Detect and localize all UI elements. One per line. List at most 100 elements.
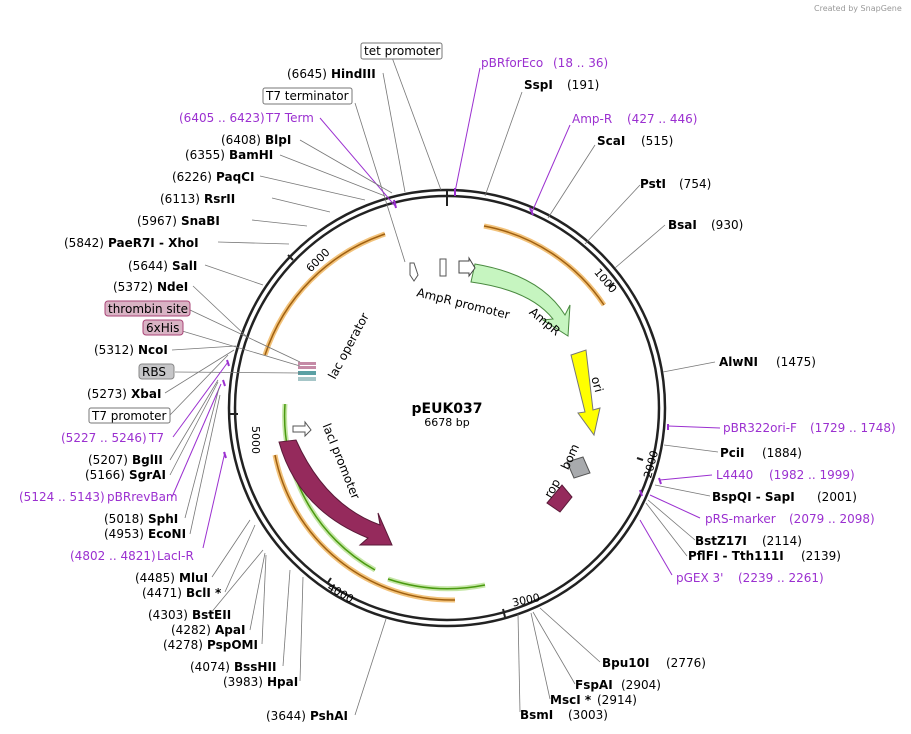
site-bspqi-sapi: BspQI - SapI (2001): [712, 490, 857, 504]
ampr-promoter-arrow: [458, 256, 476, 278]
svg-text:L4440: L4440: [716, 468, 753, 482]
svg-text:(5967): (5967): [137, 214, 177, 228]
tick-5000: 5000: [230, 413, 262, 454]
site-alwni: AlwNI(1475): [719, 355, 816, 369]
svg-text:(5124 .. 5143): (5124 .. 5143): [19, 490, 105, 504]
site-sali: (5644)SalI: [128, 259, 197, 273]
tet-promoter-box: tet promoter: [360, 42, 443, 60]
svg-text:pRS-marker: pRS-marker: [705, 512, 776, 526]
svg-text:SnaBI: SnaBI: [181, 214, 220, 228]
svg-text:PflFI - Tth111I: PflFI - Tth111I: [688, 549, 784, 563]
site-paqci: (6226)PaqCI: [172, 170, 254, 184]
svg-text:MluI: MluI: [179, 571, 208, 585]
left-leader-lines: [164, 51, 442, 716]
svg-text:(6405 .. 6423): (6405 .. 6423): [179, 111, 265, 125]
site-bcli: (4471)BclI *: [142, 586, 222, 600]
svg-text:3000: 3000: [511, 591, 541, 610]
orf-arc-1: [483, 225, 605, 306]
svg-text:T7: T7: [148, 431, 164, 445]
svg-text:(6226): (6226): [172, 170, 212, 184]
site-bamhi: (6355)BamHI: [185, 148, 273, 162]
svg-text:ScaI: ScaI: [597, 134, 625, 148]
site-scai: ScaI (515): [597, 134, 673, 148]
svg-text:5000: 5000: [249, 426, 262, 454]
svg-text:(5207): (5207): [88, 453, 128, 467]
t7-terminator-box: T7 terminator: [262, 87, 353, 105]
site-bglii: (5207) BglII: [88, 453, 163, 467]
svg-text:(4282): (4282): [171, 623, 211, 637]
site-bsmi: BsmI (3003): [520, 708, 608, 722]
svg-text:BglII: BglII: [132, 453, 163, 467]
svg-text:(5312): (5312): [94, 343, 134, 357]
lac-operator-mark: [298, 377, 316, 381]
site-msci: MscI * (2914): [550, 693, 637, 707]
svg-text:BclI *: BclI *: [186, 586, 222, 600]
svg-text:FspAI: FspAI: [575, 678, 613, 692]
orf-arc-4: [274, 454, 456, 601]
svg-text:(4953): (4953): [104, 527, 144, 541]
plasmid-size: 6678 bp: [424, 416, 469, 429]
svg-text:AlwNI: AlwNI: [719, 355, 758, 369]
svg-text:BspQI - SapI: BspQI - SapI: [712, 490, 795, 504]
svg-text:BsmI: BsmI: [520, 708, 553, 722]
site-bsai: BsaI(930): [668, 218, 743, 232]
svg-text:(2079 .. 2098): (2079 .. 2098): [789, 512, 875, 526]
svg-text:(515): (515): [641, 134, 673, 148]
svg-text:(3983): (3983): [223, 675, 263, 689]
site-psti: PstI(754): [640, 177, 711, 191]
svg-text:(2914): (2914): [597, 693, 637, 707]
svg-text:BstEII: BstEII: [192, 608, 231, 622]
6xhis-box: 6xHis: [142, 319, 184, 336]
svg-text:RBS: RBS: [142, 365, 166, 379]
svg-text:(5644): (5644): [128, 259, 168, 273]
primer-pgex-3: pGEX 3'(2239 .. 2261): [676, 571, 824, 585]
site-pcii: PciI(1884): [720, 446, 802, 460]
primer-pbr322ori-f: pBR322ori-F(1729 .. 1748): [723, 421, 896, 435]
svg-text:pBRrevBam: pBRrevBam: [107, 490, 178, 504]
svg-text:pBRforEco: pBRforEco: [481, 56, 543, 70]
svg-text:(5227 .. 5246): (5227 .. 5246): [61, 431, 147, 445]
site-bstz17i: BstZ17I(2114): [695, 534, 802, 548]
svg-text:(3003): (3003): [568, 708, 608, 722]
svg-text:(2776): (2776): [666, 656, 706, 670]
svg-text:RsrII: RsrII: [204, 192, 235, 206]
his-mark: [298, 366, 316, 369]
svg-text:(4802 .. 4821): (4802 .. 4821): [70, 549, 156, 563]
orf-arc-3: [283, 403, 376, 571]
thrombin-mark: [298, 362, 316, 365]
svg-text:(4485): (4485): [135, 571, 175, 585]
svg-text:T7 terminator: T7 terminator: [265, 89, 349, 103]
site-sphi: (5018)SphI: [104, 512, 178, 526]
primer-t7-term: (6405 .. 6423)T7 Term: [179, 111, 314, 125]
svg-text:(2001): (2001): [817, 490, 857, 504]
rop-feature: [546, 484, 573, 513]
site-blpi: (6408)BlpI: [221, 133, 291, 147]
site-bpu10i: Bpu10I (2776): [602, 656, 706, 670]
svg-text:T7 promoter: T7 promoter: [91, 409, 167, 423]
site-mlui: (4485) MluI: [135, 571, 208, 585]
svg-text:(18 .. 36): (18 .. 36): [553, 56, 608, 70]
svg-text:Amp-R: Amp-R: [572, 112, 612, 126]
svg-text:Bpu10I: Bpu10I: [602, 656, 649, 670]
tick-2000: 2000: [636, 449, 661, 480]
site-sspi: SspI(191): [524, 78, 599, 92]
svg-text:T7 Term: T7 Term: [265, 111, 314, 125]
site-fspai: FspAI(2904): [575, 678, 661, 692]
site-apai: (4282)ApaI: [171, 623, 245, 637]
svg-text:(2114): (2114): [762, 534, 802, 548]
svg-text:PspOMI: PspOMI: [207, 638, 258, 652]
svg-text:MscI *: MscI *: [550, 693, 592, 707]
site-econi: (4953)EcoNI: [104, 527, 186, 541]
tet-promoter-mark: [439, 258, 447, 277]
site-hpai: (3983)HpaI: [223, 675, 298, 689]
thrombin-site-box: thrombin site: [104, 300, 191, 317]
svg-text:6xHis: 6xHis: [146, 321, 179, 335]
svg-text:SspI: SspI: [524, 78, 553, 92]
primer-laci-r: (4802 .. 4821)LacI-R: [70, 549, 194, 563]
site-rsrii: (6113)RsrII: [160, 192, 235, 206]
svg-text:(5018): (5018): [104, 512, 144, 526]
tick-4000: 4000: [325, 577, 356, 606]
svg-text:(5166): (5166): [85, 468, 125, 482]
svg-text:BlpI: BlpI: [265, 133, 291, 147]
